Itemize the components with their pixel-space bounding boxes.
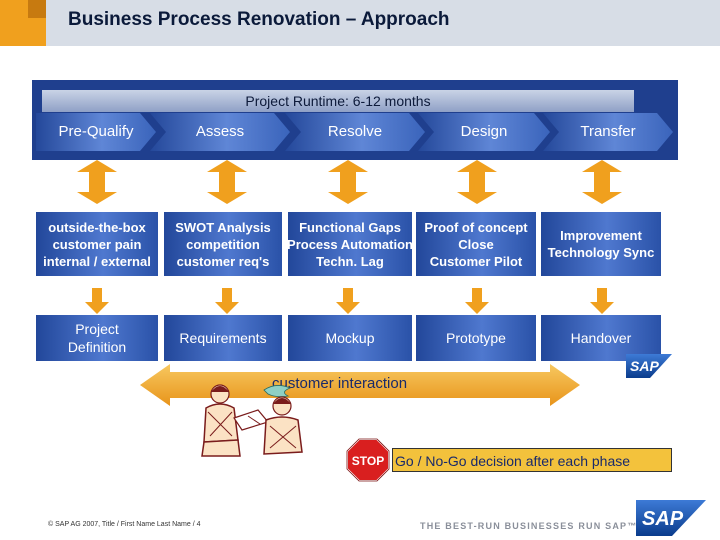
down-arrow-icon bbox=[465, 288, 489, 314]
double-arrow-icon bbox=[207, 160, 247, 204]
deliverable-project-definition: Project Definition bbox=[36, 315, 158, 361]
sap-logo: SAP bbox=[636, 500, 706, 536]
detail-line: internal / external bbox=[43, 253, 151, 269]
double-arrow-icon bbox=[582, 160, 622, 204]
down-arrow-icon bbox=[590, 288, 614, 314]
phase-design: Design bbox=[418, 113, 550, 151]
deliverable-requirements: Requirements bbox=[164, 315, 282, 361]
detail-box-resolve: Functional Gaps Process Automation Techn… bbox=[287, 212, 413, 276]
phase-resolve: Resolve bbox=[285, 113, 425, 151]
double-arrow-icon bbox=[457, 160, 497, 204]
deliverable-prototype: Prototype bbox=[416, 315, 536, 361]
detail-line: customer pain bbox=[52, 236, 142, 252]
detail-line: Close bbox=[458, 236, 494, 252]
sap-logo-text: SAP bbox=[642, 508, 684, 530]
double-arrow-icon bbox=[77, 160, 117, 204]
footer-copyright: © SAP AG 2007, Title / First Name Last N… bbox=[48, 521, 201, 528]
down-arrow-icon bbox=[215, 288, 239, 314]
header-bar bbox=[46, 0, 720, 46]
detail-line: Improvement bbox=[560, 228, 642, 243]
deliverable-line: Definition bbox=[67, 339, 127, 355]
stop-sign-icon: STOP bbox=[346, 438, 390, 482]
customer-interaction-arrow bbox=[140, 364, 580, 406]
deliverable-line: Handover bbox=[570, 330, 632, 346]
deliverable-line: Mockup bbox=[325, 330, 375, 346]
deliverable-line: Prototype bbox=[446, 330, 506, 346]
detail-line: competition bbox=[186, 236, 260, 252]
footer-slogan: THE BEST-RUN BUSINESSES RUN SAP™ bbox=[420, 521, 638, 531]
detail-line: SWOT Analysis bbox=[175, 219, 271, 235]
sap-logo-small: SAP bbox=[626, 354, 672, 378]
detail-box-assess: SWOT Analysis competition customer req's bbox=[164, 212, 282, 276]
detail-line: Technology Sync bbox=[547, 245, 655, 260]
runtime-label: Project Runtime: 6-12 months bbox=[42, 90, 634, 112]
down-arrow-icon bbox=[85, 288, 109, 314]
deliverable-mockup: Mockup bbox=[288, 315, 412, 361]
detail-box-design: Proof of concept Close Customer Pilot bbox=[416, 212, 536, 276]
detail-line: Process Automation bbox=[287, 236, 413, 252]
go-no-go-decision: Go / No-Go decision after each phase bbox=[392, 448, 672, 472]
detail-line: customer req's bbox=[176, 253, 270, 269]
detail-line: Customer Pilot bbox=[429, 253, 523, 269]
people-meeting-clipart bbox=[201, 384, 303, 457]
deliverable-line: Project bbox=[75, 321, 119, 337]
detail-line: outside-the-box bbox=[48, 219, 146, 235]
detail-line: Functional Gaps bbox=[299, 219, 401, 235]
customer-interaction-label: customer interaction bbox=[272, 375, 408, 392]
down-arrow-icon bbox=[336, 288, 360, 314]
detail-line: Proof of concept bbox=[424, 219, 528, 235]
phase-assess: Assess bbox=[150, 113, 290, 151]
slide-title: Business Process Renovation – Approach bbox=[68, 9, 450, 30]
sap-logo-text: SAP bbox=[630, 358, 659, 374]
phase-pre-qualify: Pre-Qualify bbox=[36, 113, 156, 151]
double-arrow-icon bbox=[328, 160, 368, 204]
detail-line: Techn. Lag bbox=[316, 253, 384, 269]
detail-box-pre-qualify: outside-the-box customer pain internal /… bbox=[36, 212, 158, 276]
deliverable-line: Requirements bbox=[179, 330, 267, 346]
stop-sign-text: STOP bbox=[352, 454, 384, 468]
phase-transfer: Transfer bbox=[543, 113, 673, 151]
detail-box-transfer: Improvement Technology Sync bbox=[541, 212, 661, 276]
header-accent-notch bbox=[28, 0, 46, 18]
deliverable-handover: Handover bbox=[541, 315, 661, 361]
